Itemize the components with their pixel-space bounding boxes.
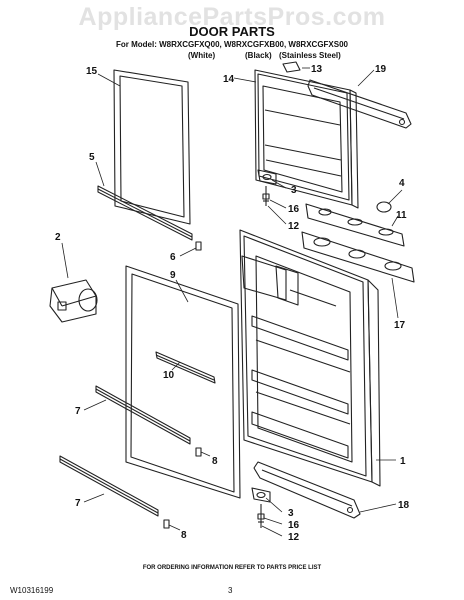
part-fresh-food-gasket bbox=[125, 265, 241, 499]
part-fresh-food-door bbox=[239, 229, 381, 487]
part-lower-hinge bbox=[251, 487, 271, 528]
callout-1: 1 bbox=[400, 456, 406, 467]
variant-white: (White) bbox=[188, 51, 216, 60]
callout-8-upper: 8 bbox=[212, 456, 218, 467]
callout-16: 16 bbox=[288, 204, 300, 215]
part-freezer-shelf-rail bbox=[97, 185, 193, 241]
leader-lines bbox=[61, 67, 403, 537]
callout-6: 6 bbox=[170, 252, 176, 263]
callout-9: 9 bbox=[170, 270, 176, 281]
variant-black: (Black) bbox=[245, 51, 272, 60]
part-nameplate bbox=[282, 61, 301, 73]
callout-4: 4 bbox=[399, 178, 405, 189]
callout-10: 10 bbox=[163, 370, 175, 381]
part-clip-mid bbox=[195, 447, 202, 457]
callout-12-lower: 12 bbox=[288, 532, 300, 543]
callout-17: 17 bbox=[394, 320, 406, 331]
part-butter-compartment bbox=[49, 279, 98, 323]
callout-2: 2 bbox=[55, 232, 61, 243]
ordering-note: FOR ORDERING INFORMATION REFER TO PARTS … bbox=[142, 565, 322, 571]
callout-16-lower: 16 bbox=[288, 520, 300, 531]
callout-11: 11 bbox=[396, 210, 407, 221]
part-shelf-bracket-11 bbox=[305, 203, 405, 247]
part-top-trim bbox=[307, 79, 412, 129]
part-door-rail-upper bbox=[95, 385, 191, 445]
callout-3: 3 bbox=[291, 185, 297, 196]
part-freezer-door bbox=[254, 69, 359, 209]
part-bottom-trim bbox=[253, 461, 361, 519]
page-number: 3 bbox=[228, 586, 233, 595]
model-line: For Model: W8RXCGFXQ00, W8RXCGFXB00, W8R… bbox=[115, 40, 349, 49]
callout-13: 13 bbox=[311, 64, 323, 75]
callout-15: 15 bbox=[86, 66, 98, 77]
page-title: DOOR PARTS bbox=[189, 24, 275, 39]
callout-18: 18 bbox=[398, 500, 410, 511]
callout-12: 12 bbox=[288, 221, 300, 232]
callout-7-lower: 7 bbox=[75, 498, 81, 509]
part-cap bbox=[376, 201, 392, 213]
part-door-rail-lower bbox=[59, 455, 159, 517]
callout-labels: 15 14 13 19 5 3 16 12 4 11 6 2 9 17 10 7… bbox=[55, 64, 410, 543]
callout-14: 14 bbox=[223, 74, 235, 85]
variant-stainless: (Stainless Steel) bbox=[279, 51, 341, 60]
document-id: W10316199 bbox=[10, 586, 54, 595]
part-center-rail bbox=[155, 351, 216, 384]
part-clip-lower bbox=[163, 519, 170, 529]
callout-3-lower: 3 bbox=[288, 508, 294, 519]
part-upper-hinge bbox=[257, 169, 277, 206]
watermark: AppliancePartsPros.com bbox=[78, 3, 386, 31]
part-clip-upper bbox=[195, 241, 202, 251]
callout-8-lower: 8 bbox=[181, 530, 187, 541]
callout-19: 19 bbox=[375, 64, 387, 75]
callout-7-upper: 7 bbox=[75, 406, 81, 417]
callout-5: 5 bbox=[89, 152, 95, 163]
part-shelf-bracket-17 bbox=[301, 231, 415, 283]
part-freezer-gasket bbox=[113, 69, 191, 225]
